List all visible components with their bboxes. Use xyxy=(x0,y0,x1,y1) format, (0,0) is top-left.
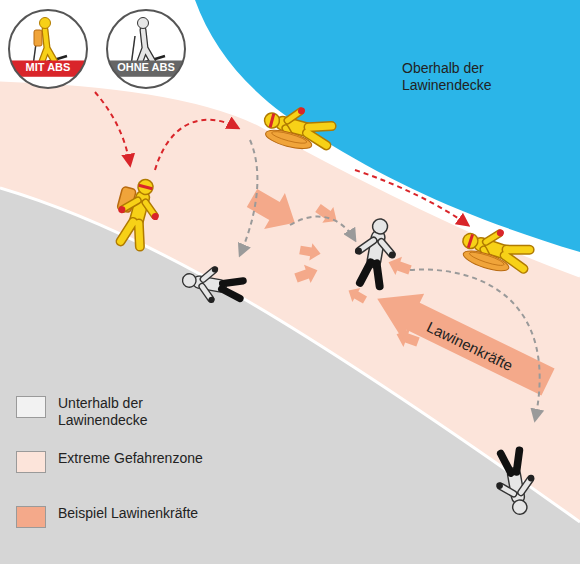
badge-outline xyxy=(105,8,187,90)
ground-edge xyxy=(0,188,580,522)
badge-outline xyxy=(7,8,89,90)
icon-badge: OHNE ABS xyxy=(105,8,187,90)
legend-swatch xyxy=(16,506,46,528)
legend-text: Extreme Gefahrenzone xyxy=(58,450,208,467)
person-with-abs xyxy=(457,219,533,279)
danger-zone xyxy=(0,80,580,564)
trajectories xyxy=(95,92,540,420)
legend-text: Beispiel Lawinenkräfte xyxy=(58,505,208,522)
person-with-abs xyxy=(109,174,167,249)
legend-text: Unterhalb der Lawinendecke xyxy=(58,395,208,429)
force-arrows xyxy=(242,180,559,404)
person-without-abs xyxy=(491,449,540,518)
icon-badge: MIT ABS xyxy=(7,8,89,90)
badge-label: OHNE ABS xyxy=(105,61,187,74)
legend-swatch xyxy=(16,451,46,473)
force-label: Lawinenkräfte xyxy=(424,318,515,374)
region-label: Oberhalb der Lawinendecke xyxy=(402,60,562,94)
legend-swatch xyxy=(16,396,46,418)
ground-below xyxy=(0,188,580,564)
badge-label: MIT ABS xyxy=(7,61,89,74)
person-without-abs xyxy=(179,261,244,308)
person-without-abs xyxy=(350,215,402,288)
force-arrow-large xyxy=(366,276,559,404)
person-with-abs xyxy=(259,99,334,156)
